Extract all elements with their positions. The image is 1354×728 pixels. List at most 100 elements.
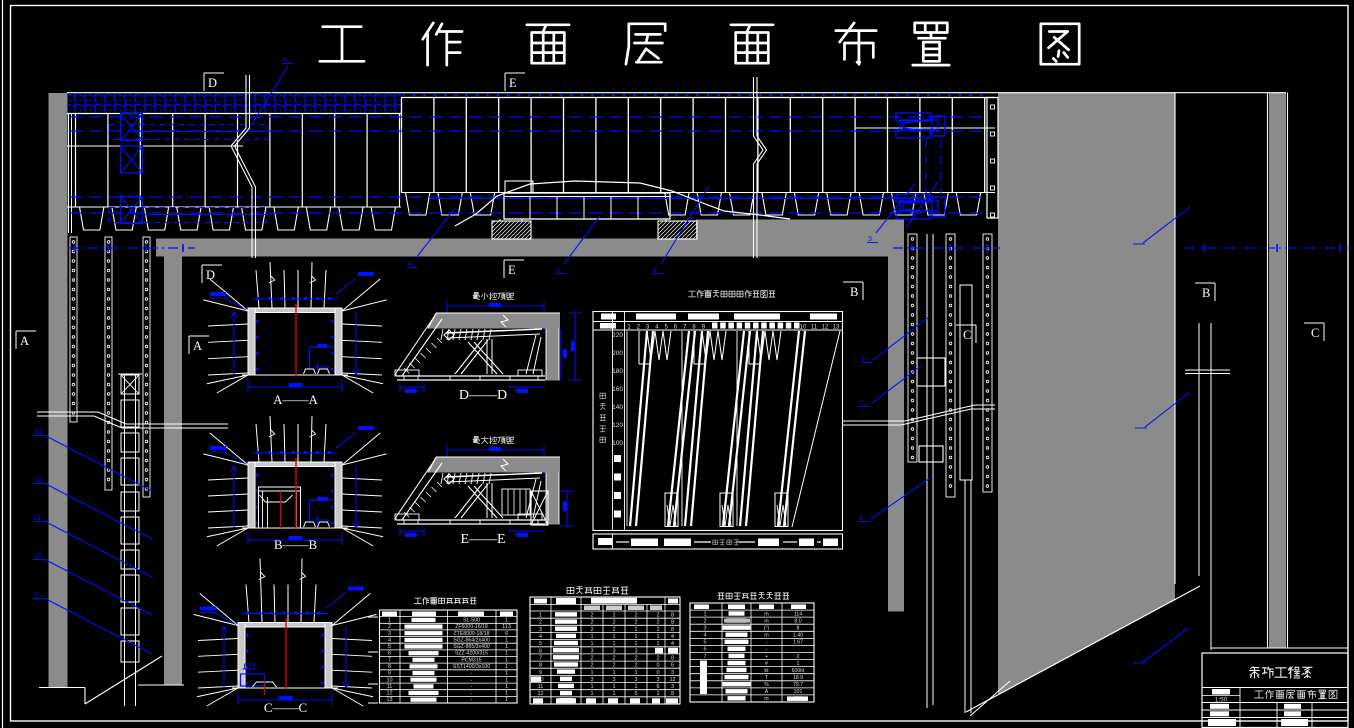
- svg-text:3: 3: [703, 626, 706, 632]
- svg-text:8: 8: [692, 324, 696, 330]
- svg-text:8: 8: [671, 656, 674, 662]
- svg-text:140: 140: [612, 404, 623, 411]
- svg-text:1: 1: [505, 651, 508, 657]
- svg-text:3: 3: [590, 648, 593, 654]
- svg-text:2: 2: [634, 627, 637, 633]
- svg-text:1: 1: [505, 677, 508, 683]
- svg-text:6: 6: [703, 647, 706, 653]
- svg-text:+: +: [765, 654, 768, 660]
- svg-text:1: 1: [634, 641, 637, 647]
- svg-text:180: 180: [612, 368, 623, 375]
- svg-text:13: 13: [833, 324, 840, 330]
- svg-text:4: 4: [539, 634, 542, 640]
- svg-text:3: 3: [671, 684, 674, 690]
- svg-text:A——A: A——A: [273, 392, 318, 407]
- svg-text:C: C: [1311, 326, 1319, 340]
- svg-text:1: 1: [590, 634, 593, 640]
- svg-text:2: 2: [590, 620, 593, 626]
- svg-text:1: 1: [634, 684, 637, 690]
- svg-text:T: T: [765, 675, 769, 681]
- svg-text:1: 1: [505, 697, 508, 703]
- svg-text:4: 4: [671, 641, 674, 647]
- svg-text:8: 8: [539, 663, 542, 669]
- svg-text:-: -: [471, 691, 473, 697]
- svg-text:10: 10: [34, 553, 42, 560]
- svg-text:E: E: [509, 76, 517, 90]
- svg-text:7: 7: [859, 400, 863, 407]
- svg-text:11: 11: [387, 684, 393, 690]
- svg-text:5: 5: [665, 324, 669, 330]
- svg-text:0: 0: [656, 663, 659, 669]
- svg-text:3: 3: [868, 236, 872, 243]
- svg-text:m: m: [764, 633, 768, 639]
- svg-text:m: m: [764, 611, 768, 617]
- svg-text:2: 2: [653, 267, 657, 274]
- svg-text:7: 7: [539, 656, 542, 662]
- svg-text:1.40: 1.40: [793, 633, 803, 639]
- svg-text:8: 8: [671, 627, 674, 633]
- svg-text:10: 10: [800, 324, 807, 330]
- svg-text:SGZ-864/2x400: SGZ-864/2x400: [453, 637, 490, 643]
- svg-text:2: 2: [388, 624, 391, 630]
- svg-text:-: -: [471, 697, 473, 703]
- svg-text:3: 3: [646, 324, 650, 330]
- svg-text:2: 2: [797, 654, 800, 660]
- svg-text:79.7: 79.7: [793, 682, 803, 688]
- svg-text:B: B: [850, 285, 858, 299]
- svg-text:1: 1: [612, 641, 615, 647]
- svg-text:3: 3: [634, 677, 637, 683]
- svg-text:1: 1: [634, 634, 637, 640]
- svg-text:2: 2: [637, 324, 641, 330]
- svg-text:2: 2: [590, 663, 593, 669]
- svg-text:-: -: [766, 640, 768, 646]
- svg-text:8: 8: [671, 620, 674, 626]
- svg-text:1: 1: [590, 691, 593, 697]
- svg-text:10: 10: [386, 677, 392, 683]
- svg-text:C——C: C——C: [264, 700, 307, 715]
- svg-text:6: 6: [861, 356, 865, 363]
- svg-text:12: 12: [822, 324, 829, 330]
- svg-text:2: 2: [634, 620, 637, 626]
- svg-text:1: 1: [612, 684, 615, 690]
- svg-text:A: A: [765, 689, 769, 695]
- svg-text:ZF6000-16/18: ZF6000-16/18: [455, 624, 488, 630]
- svg-text:3: 3: [388, 631, 391, 637]
- svg-text:13: 13: [34, 429, 42, 436]
- svg-text:0: 0: [656, 670, 659, 676]
- svg-text:2: 2: [634, 613, 637, 619]
- svg-text:m: m: [764, 696, 768, 702]
- svg-text:1: 1: [612, 691, 615, 697]
- svg-text:2: 2: [590, 627, 593, 633]
- svg-text:A: A: [20, 334, 29, 348]
- svg-text:4: 4: [655, 324, 659, 330]
- svg-text:4: 4: [388, 637, 391, 643]
- svg-text:SST1400/3x100: SST1400/3x100: [453, 664, 490, 670]
- svg-text:3: 3: [590, 677, 593, 683]
- svg-text:8: 8: [671, 691, 674, 697]
- svg-text:E: E: [508, 263, 516, 277]
- svg-text:1: 1: [656, 691, 659, 697]
- svg-text:SL-500: SL-500: [463, 618, 480, 624]
- svg-text:2: 2: [612, 620, 615, 626]
- svg-text:2: 2: [612, 663, 615, 669]
- svg-text:12: 12: [537, 691, 543, 697]
- svg-text:3: 3: [634, 648, 637, 654]
- svg-text:2: 2: [612, 627, 615, 633]
- svg-text:8: 8: [388, 664, 391, 670]
- svg-text:3: 3: [612, 677, 615, 683]
- svg-text:4: 4: [671, 634, 674, 640]
- svg-text:3: 3: [671, 670, 674, 676]
- svg-text:1: 1: [505, 618, 508, 624]
- svg-text:5: 5: [283, 57, 287, 64]
- svg-text:1: 1: [634, 670, 637, 676]
- svg-text:8: 8: [859, 515, 863, 522]
- svg-text:1: 1: [505, 644, 508, 650]
- svg-text:2: 2: [656, 613, 659, 619]
- svg-text:1: 1: [505, 671, 508, 677]
- svg-text:2: 2: [703, 618, 706, 624]
- svg-text:7: 7: [703, 654, 706, 660]
- svg-text:9: 9: [539, 670, 542, 676]
- svg-text:12: 12: [34, 477, 42, 484]
- svg-text:101: 101: [794, 689, 803, 695]
- svg-text:4: 4: [408, 261, 412, 268]
